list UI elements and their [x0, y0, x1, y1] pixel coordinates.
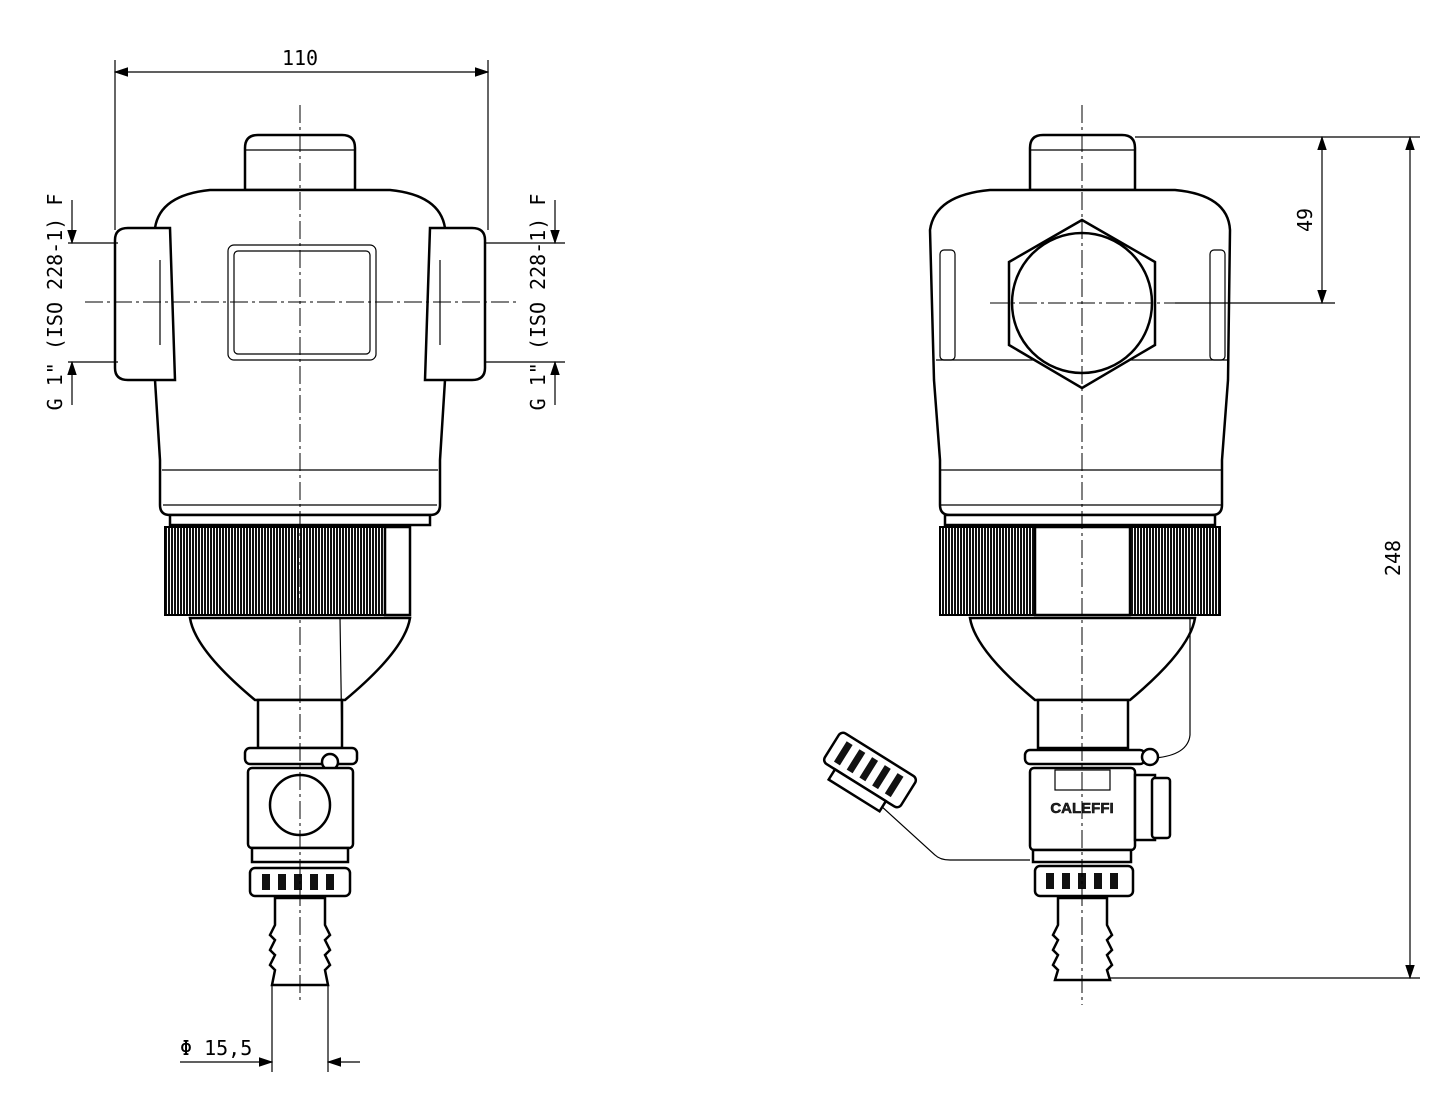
right-port: [423, 226, 487, 382]
axis-height-label: 49: [1293, 208, 1317, 232]
right-thread-label: G 1" (ISO 228-1) F: [526, 194, 550, 411]
total-height-dimension: 248: [1110, 135, 1420, 980]
width-label: 110: [282, 46, 318, 70]
hose-diameter-label: Φ 15,5: [180, 1036, 252, 1060]
total-height-label: 248: [1381, 540, 1405, 576]
front-view: [85, 105, 520, 1000]
knurled-ring: [164, 526, 386, 616]
top-cap: [243, 133, 357, 192]
hose-diameter-dimension: Φ 15,5: [180, 985, 360, 1072]
cap-strap: [879, 804, 1030, 861]
right-thread-dimension: G 1" (ISO 228-1) F: [485, 194, 565, 411]
top-cap: [1028, 133, 1137, 192]
axis-height-dimension: 49: [1135, 135, 1335, 305]
left-thread-label: G 1" (ISO 228-1) F: [43, 194, 67, 411]
width-dimension: 110: [113, 46, 490, 230]
left-port: [113, 226, 177, 382]
side-view: CALEFFI: [822, 105, 1232, 1005]
drain-cap: [822, 731, 918, 814]
left-thread-dimension: G 1" (ISO 228-1) F: [43, 194, 118, 411]
